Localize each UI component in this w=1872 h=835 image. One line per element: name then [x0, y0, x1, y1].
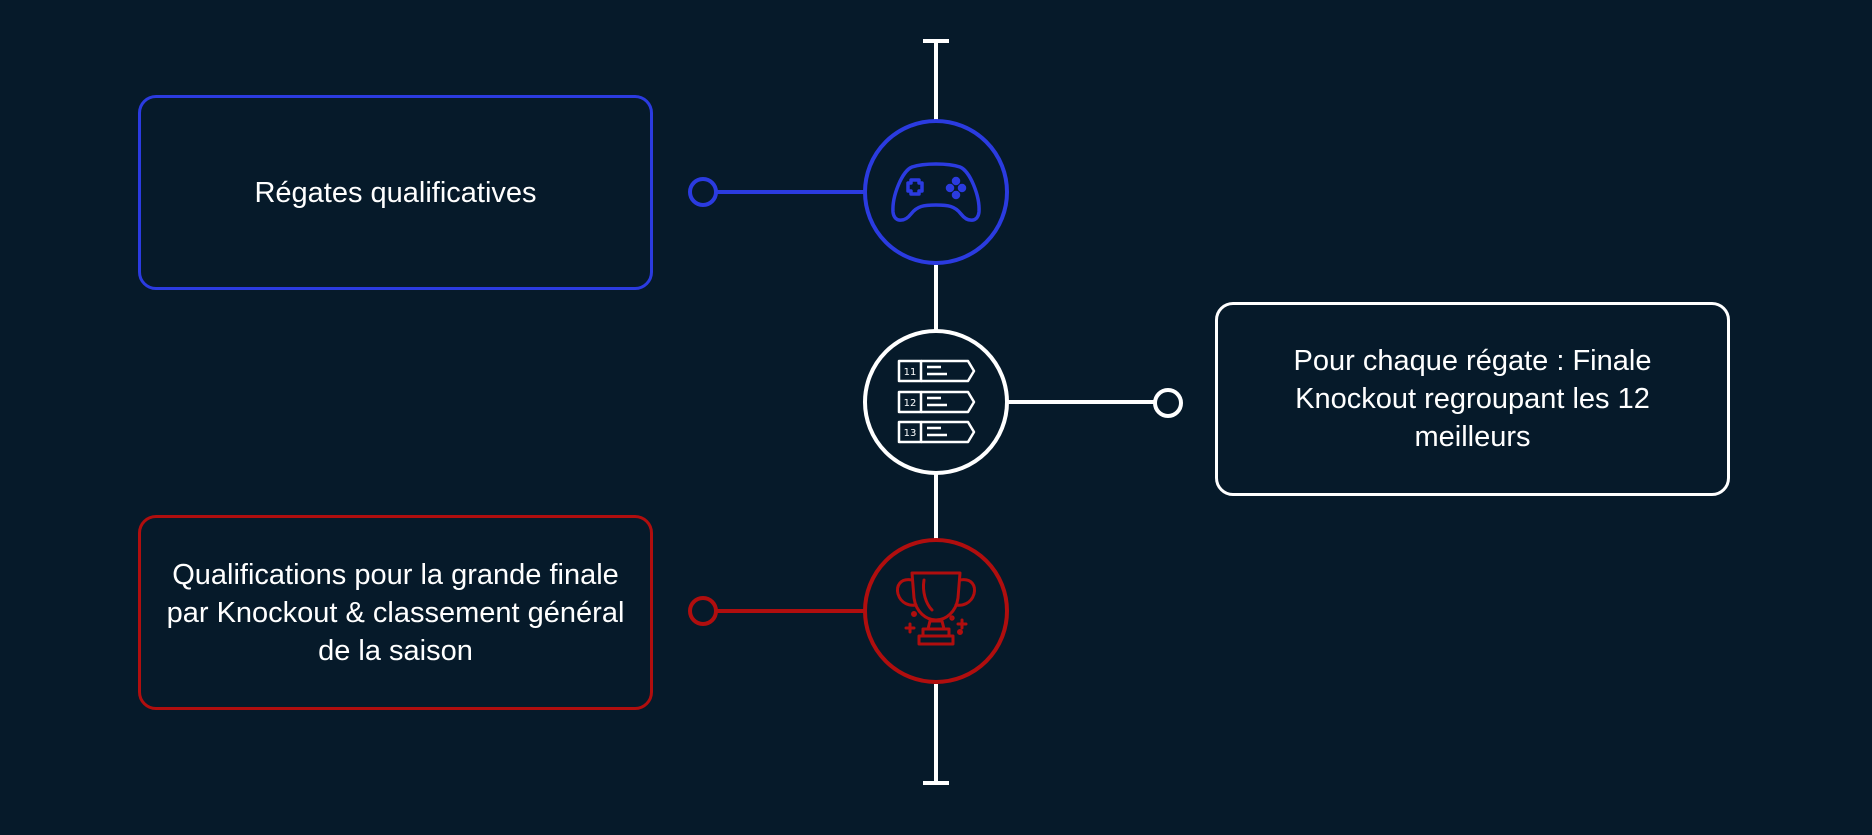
timeline-spine [923, 39, 949, 785]
step-2-label: Pour chaque régate : Finale Knockout reg… [1293, 345, 1652, 453]
ranking-list-icon [897, 359, 976, 444]
rank-row [897, 390, 976, 414]
step-1-label: Régates qualificatives [254, 176, 537, 209]
step-1-card: Régates qualificatives [138, 95, 653, 290]
rank-number-11: 11 [904, 367, 917, 378]
rank-number-12: 12 [904, 398, 917, 409]
trophy-icon [896, 571, 976, 646]
gamepad-icon [891, 162, 981, 222]
connector-step-3 [688, 596, 865, 626]
step-3-card: Qualifications pour la grande finale par… [138, 515, 653, 710]
step-3-label: Qualifications pour la grande finale par… [166, 558, 625, 667]
step-3-node [863, 538, 1009, 684]
connector-step-2 [1007, 388, 1183, 418]
step-2-node: 11 12 13 [863, 329, 1009, 475]
rank-row [897, 359, 976, 383]
connector-step-1 [688, 177, 865, 207]
rank-row [897, 420, 976, 444]
step-2-card: Pour chaque régate : Finale Knockout reg… [1215, 302, 1730, 496]
step-1-node [863, 119, 1009, 265]
rank-number-13: 13 [904, 428, 917, 439]
